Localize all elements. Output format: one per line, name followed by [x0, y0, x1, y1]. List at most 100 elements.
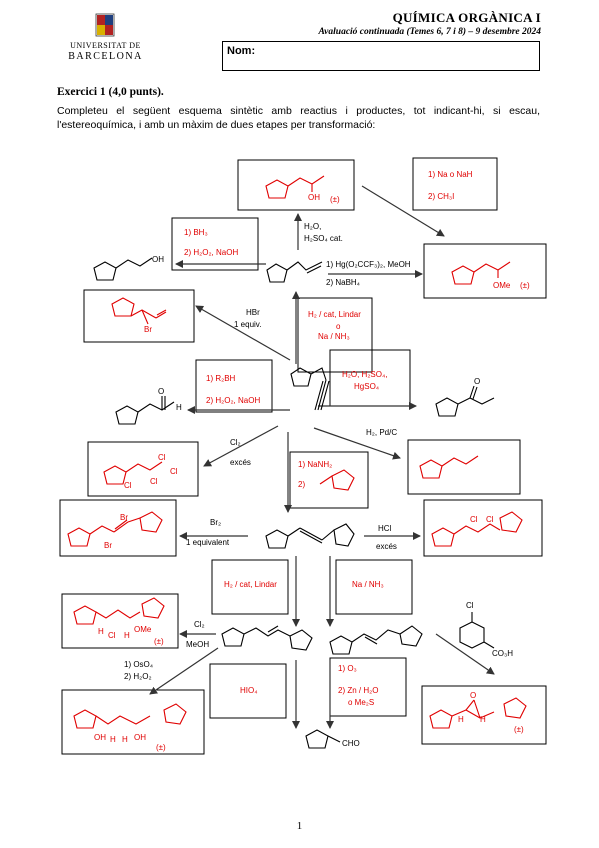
reagent-text: 1) OsO₄ [124, 660, 154, 669]
answer-box [61, 593, 179, 649]
name-field[interactable]: Nom: [222, 41, 540, 71]
reagent-text: H₂O, H₂SO₄, [342, 370, 388, 379]
hydrogen-label: H [122, 735, 128, 744]
reaction-arrow [149, 647, 219, 695]
reagent-text: 2) [298, 480, 306, 489]
vinyl-bromide-structure [111, 297, 167, 325]
reagent-text: HgSO₄ [354, 382, 380, 391]
dibromoalkene-structure [67, 511, 163, 547]
racemic-label: (±) [156, 743, 166, 752]
answer-box [289, 451, 369, 509]
reagent-text: Cl₂ [230, 438, 241, 447]
reagent-text: excés [230, 458, 251, 467]
bromo-label: Br [104, 541, 112, 550]
crest-icon [95, 13, 115, 37]
methoxy-label: OMe [493, 281, 511, 290]
university-name-line1: UNIVERSITAT DE [70, 41, 141, 50]
diol-structure [73, 703, 187, 729]
reagent-text: o [336, 322, 341, 331]
exercise-instructions: Completeu el següent esquema sintètic am… [57, 105, 540, 131]
mcpba-structure [459, 612, 495, 649]
chloro-label: Cl [470, 515, 478, 524]
primary-alcohol-structure [93, 257, 153, 281]
answer-box [335, 559, 413, 615]
exercise-title: Exercici 1 (4,0 punts). [57, 86, 164, 98]
hydroxyl-label: OH [94, 733, 106, 742]
university-name-line2: BARCELONA [68, 51, 143, 62]
chloroether-structure [73, 597, 165, 625]
answer-box [412, 157, 498, 211]
chloro-label: Cl [486, 515, 494, 524]
hydrogen-label: H [124, 631, 130, 640]
chloro-label: Cl [108, 631, 116, 640]
reagent-text: 1) R₂BH [206, 374, 236, 383]
reagent-text: 2) H₂O₂, NaOH [184, 248, 239, 257]
oxygen-label: O [470, 691, 476, 700]
reaction-arrow [203, 425, 279, 467]
reagent-text: HBr [246, 308, 260, 317]
reagent-text: 1 equiv. [234, 320, 262, 329]
answer-box [171, 217, 259, 271]
course-title: QUÍMICA ORGÀNICA I [392, 10, 541, 25]
reaction-arrow [435, 633, 495, 675]
internal-alkyne-structure [265, 523, 355, 549]
hydrogen-label: H [458, 715, 464, 724]
oxygen-label: O [474, 377, 480, 386]
reagent-text: H₂ / cat, Lindar [224, 580, 277, 589]
reaction-arrow [195, 305, 291, 361]
methyl-ether-structure [451, 261, 511, 285]
racemic-label: (±) [330, 195, 340, 204]
reagent-text: H₂O, [304, 222, 322, 231]
bromo-label: Br [144, 325, 152, 334]
chloro-label: Cl [124, 481, 132, 490]
racemic-label: (±) [154, 637, 164, 646]
gem-dichloride-structure [431, 511, 523, 547]
reagent-text: Cl₂ [194, 620, 205, 629]
answer-box [423, 499, 543, 557]
hydroxyl-label: OH [134, 733, 146, 742]
alkene-structure [266, 261, 323, 283]
aldehyde-product-structure [305, 729, 341, 749]
reagent-text: 1) Na o NaH [428, 170, 473, 179]
reagent-text: excés [376, 542, 397, 551]
reagent-text: 1) BH₃ [184, 228, 208, 237]
reagent-text: H₂SO₄ cat. [304, 234, 343, 243]
answer-box [407, 439, 521, 495]
racemic-label: (±) [514, 725, 524, 734]
hydroxyl-label: OH [308, 193, 320, 202]
answer-box [297, 297, 373, 373]
reagent-text: 2) Zn / H₂O [338, 686, 379, 695]
answer-box [195, 359, 273, 413]
chloro-label: Cl [150, 477, 158, 486]
bromo-label: Br [120, 513, 128, 522]
reaction-arrow [313, 427, 401, 460]
reagent-text: HCl [378, 524, 392, 533]
reagent-text: 2) H₂O₂, NaOH [206, 396, 261, 405]
answer-box [211, 559, 289, 615]
exam-subtitle: Avaluació continuada (Temes 6, 7 i 8) – … [318, 27, 541, 37]
reagent-text: 1 equivalent [186, 538, 230, 547]
answer-box [423, 243, 547, 299]
benzyl-bromide-structure [319, 469, 355, 491]
reagent-text: 2) NaBH₄ [326, 278, 360, 287]
answer-box [61, 689, 205, 755]
answer-box [83, 289, 195, 343]
reagent-text: MeOH [186, 640, 210, 649]
tetrachloride-structure [103, 461, 163, 485]
oxygen-label: O [158, 387, 164, 396]
reagent-text: 1) O₃ [338, 664, 357, 673]
reagent-text: 1) Hg(O₂CCF₃)₂, MeOH [326, 260, 411, 269]
chloro-label: Cl [158, 453, 166, 462]
trans-alkene-structure [329, 625, 423, 655]
reagent-text: o Me₂S [348, 698, 375, 707]
aldehyde-structure [115, 396, 175, 425]
answer-box [421, 685, 547, 745]
reagent-text: H₂ / cat, Lindar [308, 310, 361, 319]
hydrogen-label: H [98, 627, 104, 636]
answer-box [87, 441, 199, 497]
reagent-text: 1) NaNH₂ [298, 460, 333, 469]
hydrogen-label: H [480, 715, 486, 724]
reagent-text: 2) CH₃I [428, 192, 455, 201]
hydrogen-label: H [110, 735, 116, 744]
